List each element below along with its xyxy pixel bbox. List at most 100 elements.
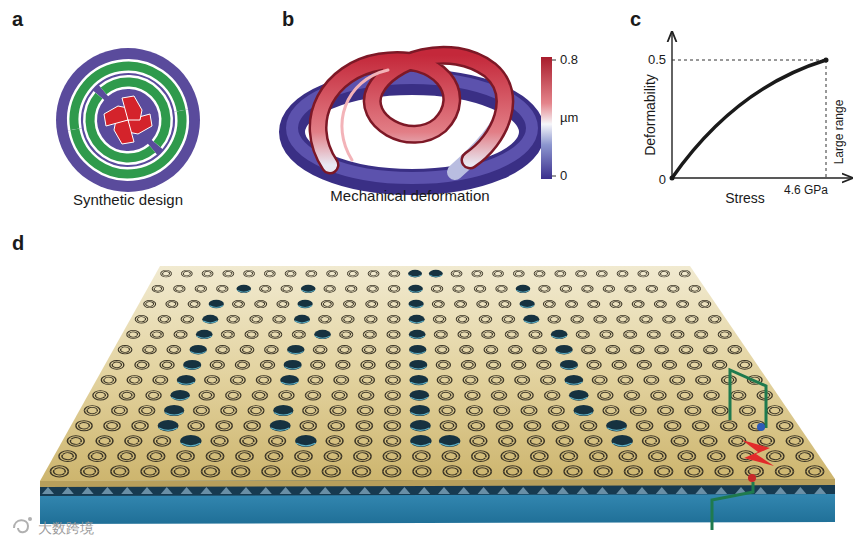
spiral-slot: [468, 423, 484, 431]
hole-rim: [171, 397, 188, 399]
panel-letter: a: [12, 8, 23, 31]
spiral-slot: [88, 453, 105, 462]
tick-value: 4.6 GPa: [784, 184, 828, 198]
hole: [164, 405, 184, 416]
hole-rim: [165, 413, 183, 415]
hole-rim: [237, 290, 250, 292]
spiral-slot: [216, 347, 230, 354]
spiral-slot: [460, 347, 474, 354]
spiral-slot: [458, 332, 471, 339]
spiral-slot: [81, 468, 99, 477]
spiral-cell: [796, 451, 813, 462]
membrane-hole: [574, 405, 594, 416]
membrane-hole: [202, 315, 218, 324]
hole-rim: [295, 321, 309, 323]
spiral-cell: [571, 315, 583, 323]
spiral-slot: [277, 302, 289, 308]
tick: [552, 176, 556, 177]
spiral-slot: [386, 377, 401, 384]
membrane-hole: [520, 300, 535, 308]
spiral-slot: [612, 362, 626, 369]
spiral-slot: [384, 438, 401, 447]
membrane-hole: [273, 405, 293, 416]
spiral-slot: [644, 377, 659, 384]
spiral-slot: [564, 468, 582, 477]
spiral-slot: [679, 347, 693, 354]
spiral-slot: [596, 271, 607, 276]
pillar: [220, 487, 232, 494]
spiral-cell: [649, 451, 666, 462]
spiral-cell: [624, 466, 642, 477]
membrane-hole: [180, 435, 202, 447]
spiral-slot: [677, 302, 689, 308]
spiral-cell: [612, 361, 626, 370]
spiral-cell: [470, 436, 487, 446]
spiral-cell: [590, 451, 607, 462]
arm-border: [104, 82, 166, 144]
spiral-slot: [731, 392, 746, 400]
spiral-cell: [687, 361, 701, 370]
spiral-slot: [767, 453, 784, 462]
pillar: [577, 487, 589, 494]
spiral-slot: [188, 423, 204, 431]
spiral-cell: [181, 270, 192, 277]
spiral-cell: [696, 376, 711, 385]
spiral-slot: [671, 438, 688, 447]
spiral-cell: [334, 376, 349, 385]
spiral-slot: [174, 332, 187, 339]
spiral-slot: [368, 271, 379, 276]
spiral-slot: [147, 453, 164, 462]
base-disk: [56, 48, 200, 192]
spiral-cell: [365, 315, 377, 323]
membrane-hole: [551, 330, 568, 339]
gold-membrane: [40, 266, 835, 481]
spiral-slot: [721, 423, 737, 431]
spiral-cell: [385, 406, 401, 416]
spiral-slot: [217, 287, 228, 293]
spiral-slot: [582, 347, 596, 354]
caption: Synthetic design: [73, 191, 183, 208]
spiral-cell: [548, 406, 564, 416]
pinwheel-blade: [104, 106, 128, 126]
logo-dot: [28, 517, 32, 521]
spiral-cell: [161, 270, 172, 277]
spiral-slot: [548, 317, 560, 323]
spiral-cell: [617, 270, 628, 277]
spiral-slot: [346, 287, 357, 293]
spiral-slot: [389, 271, 400, 276]
spiral-cell: [461, 361, 475, 370]
spiral-slot: [655, 347, 669, 354]
spiral-slot: [509, 347, 523, 354]
spiral-slot: [502, 317, 514, 323]
spiral-slot: [576, 332, 589, 339]
spiral-slot: [240, 347, 254, 354]
hole: [410, 390, 430, 401]
spiral-cell: [556, 436, 573, 446]
spiral-slot: [806, 468, 824, 477]
membrane-hole: [555, 345, 572, 355]
spiral-slot: [194, 407, 210, 415]
spiral-cell: [240, 345, 254, 353]
spiral-slot: [221, 332, 234, 339]
spiral-slot: [144, 302, 156, 308]
hole: [410, 405, 430, 416]
spiral-cell: [472, 451, 489, 462]
spiral-slot: [685, 407, 701, 415]
membrane-hole: [164, 405, 184, 416]
spiral-slot: [704, 347, 718, 354]
spiral-slot: [534, 468, 552, 477]
spiral-cell: [135, 315, 147, 323]
spiral-cell: [566, 300, 578, 307]
spiral-cell: [388, 285, 399, 292]
spiral-cell: [560, 451, 577, 462]
spiral-cell: [662, 361, 676, 370]
hole: [301, 285, 316, 293]
spiral-slot: [709, 317, 721, 323]
spiral-cell: [367, 285, 378, 292]
spiral-slot: [261, 362, 275, 369]
spiral-slot: [292, 332, 305, 339]
curve: [672, 60, 826, 178]
tube-outline: [318, 55, 505, 165]
hole-rim: [181, 443, 200, 446]
spiral-slot: [305, 392, 320, 400]
